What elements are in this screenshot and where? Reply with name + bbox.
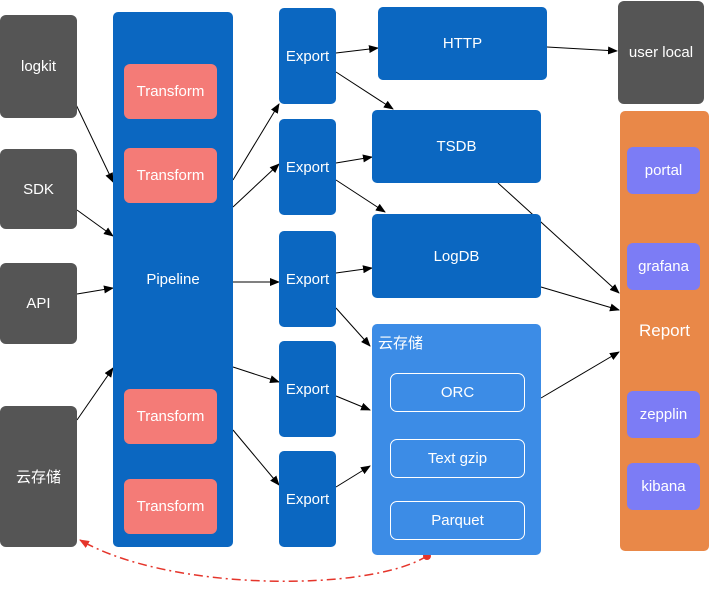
arrow-cloud-to-report bbox=[540, 351, 620, 399]
report-label: Report bbox=[638, 321, 691, 340]
tool-zepplin: zepplin bbox=[627, 391, 700, 438]
source-cloud-storage-label: 云存储 bbox=[15, 469, 61, 486]
export-label: Export bbox=[285, 158, 330, 176]
export-label: Export bbox=[285, 270, 330, 288]
transform-label: Transform bbox=[136, 167, 205, 184]
transform-box: Transform bbox=[124, 479, 217, 534]
arrow-pipeline-to-export-4 bbox=[232, 366, 280, 384]
arrow-export5-to-cloud bbox=[335, 465, 371, 488]
arrow-export2-to-tsdb bbox=[335, 154, 373, 164]
arrow-logkit-to-pipeline bbox=[69, 91, 114, 183]
user-local-label: user local bbox=[628, 44, 694, 61]
arrow-http-to-user-local bbox=[546, 46, 618, 55]
tool-kibana-label: kibana bbox=[641, 478, 686, 495]
format-orc-label: ORC bbox=[440, 384, 475, 401]
source-api-label: API bbox=[26, 295, 51, 312]
source-api: API bbox=[0, 263, 77, 344]
pipeline-label: Pipeline bbox=[146, 271, 200, 288]
export-box: Export bbox=[279, 119, 336, 215]
format-text-gzip-label: Text gzip bbox=[427, 450, 488, 467]
arrow-export2-to-logdb bbox=[335, 179, 386, 213]
feedback-arrow bbox=[79, 539, 428, 583]
sink-cloud-storage-title: 云存储 bbox=[378, 335, 424, 352]
format-parquet-label: Parquet bbox=[431, 512, 484, 529]
source-logkit-label: logkit bbox=[20, 58, 57, 75]
tool-portal: portal bbox=[627, 147, 700, 194]
source-cloud-storage: 云存储 bbox=[0, 406, 77, 547]
tool-grafana-label: grafana bbox=[638, 258, 689, 275]
arrow-export4-to-cloud bbox=[335, 395, 371, 411]
export-box: Export bbox=[279, 341, 336, 437]
export-box: Export bbox=[279, 451, 336, 547]
sink-logdb-label: LogDB bbox=[433, 247, 480, 265]
transform-label: Transform bbox=[136, 408, 205, 425]
source-sdk: SDK bbox=[0, 149, 77, 229]
sink-tsdb: TSDB bbox=[372, 110, 541, 183]
arrow-export1-to-http bbox=[335, 45, 379, 54]
arrow-tsdb-to-report bbox=[497, 182, 620, 294]
format-parquet: Parquet bbox=[390, 501, 525, 540]
export-box: Export bbox=[279, 231, 336, 327]
tool-zepplin-label: zepplin bbox=[639, 406, 688, 423]
source-logkit: logkit bbox=[0, 15, 77, 118]
export-box: Export bbox=[279, 8, 336, 104]
arrow-api-to-pipeline bbox=[76, 285, 114, 295]
sink-cloud-storage: 云存储 ORC Text gzip Parquet bbox=[372, 324, 541, 555]
tool-kibana: kibana bbox=[627, 463, 700, 510]
export-label: Export bbox=[285, 47, 330, 65]
tool-grafana: grafana bbox=[627, 243, 700, 290]
arrow-pipeline-to-export-1 bbox=[232, 103, 280, 181]
arrow-export3-to-cloud bbox=[335, 307, 371, 347]
transform-label: Transform bbox=[136, 83, 205, 100]
arrow-pipeline-to-export-5 bbox=[232, 429, 280, 486]
transform-box: Transform bbox=[124, 64, 217, 119]
transform-label: Transform bbox=[136, 498, 205, 515]
sink-http: HTTP bbox=[378, 7, 547, 80]
sink-logdb: LogDB bbox=[372, 214, 541, 298]
transform-box: Transform bbox=[124, 148, 217, 203]
arrow-logdb-to-report bbox=[540, 286, 620, 312]
arrow-cloud-to-pipeline bbox=[76, 367, 114, 421]
arrow-export3-to-logdb bbox=[335, 265, 373, 274]
export-label: Export bbox=[285, 380, 330, 398]
transform-box: Transform bbox=[124, 389, 217, 444]
sink-http-label: HTTP bbox=[442, 35, 483, 52]
arrow-pipeline-to-export-2 bbox=[232, 163, 280, 208]
user-local-box: user local bbox=[618, 1, 704, 104]
export-label: Export bbox=[285, 490, 330, 508]
arrow-sdk-to-pipeline bbox=[76, 209, 114, 237]
sink-tsdb-label: TSDB bbox=[436, 138, 477, 155]
format-text-gzip: Text gzip bbox=[390, 439, 525, 478]
arrow-export1-to-tsdb bbox=[335, 71, 394, 110]
tool-portal-label: portal bbox=[644, 162, 683, 179]
source-sdk-label: SDK bbox=[23, 180, 54, 198]
format-orc: ORC bbox=[390, 373, 525, 412]
